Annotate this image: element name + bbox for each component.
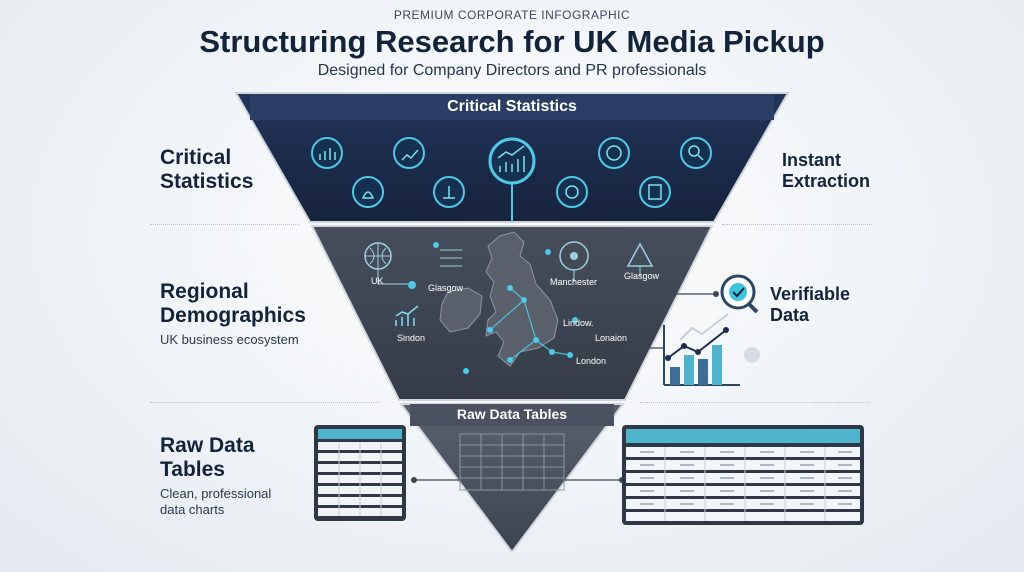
left-critical-statistics: Critical Statistics	[160, 146, 254, 193]
map-label-glasgow-left: Glasgow	[428, 283, 464, 293]
funnel-bottom-label: Raw Data Tables	[456, 406, 568, 422]
map-label-lonaion: Lonaion	[595, 333, 628, 343]
eyebrow-text: PREMIUM CORPORATE INFOGRAPHIC	[393, 8, 631, 22]
left-raw-data-tables: Raw Data Tables Clean, professional data…	[160, 434, 272, 517]
funnel-top-label: Critical Statistics	[447, 98, 577, 115]
funnel-mini-table	[459, 433, 565, 491]
page-title: Structuring Research for UK Media Pickup	[199, 24, 825, 59]
dollar-icon	[744, 347, 760, 363]
verifiable-bar-chart	[663, 313, 760, 386]
left-data-table-card	[314, 425, 406, 521]
map-label-manchester: Manchester	[550, 277, 598, 287]
search-dollar-icon	[680, 137, 712, 169]
dollar-cycle-icon	[598, 137, 630, 169]
right-instant-extraction: Instant Extraction	[782, 150, 871, 191]
funnel-top-band	[250, 94, 774, 120]
small-chart-icon	[395, 305, 419, 326]
map-label-glasgow-right: Glasgow	[624, 271, 660, 281]
map-label-lindow: Lindow.	[563, 318, 594, 328]
separator-right-1	[722, 224, 872, 225]
growth-chart-icon	[393, 137, 425, 169]
funnel-bottom-band	[410, 404, 614, 426]
bar-chart-icon	[311, 137, 343, 169]
right-data-table-card	[622, 425, 864, 525]
separator-right-2	[640, 402, 870, 403]
right-verifiable-data: Verifiable Data	[770, 284, 851, 325]
left-regional-demographics: Regional Demographics UK business ecosys…	[160, 280, 306, 347]
map-label-london: London	[576, 356, 607, 366]
map-label-uk: UK	[371, 276, 384, 286]
gear-dollar-icon	[556, 176, 588, 208]
ireland-map-shape	[439, 287, 483, 333]
separator-left-2	[150, 402, 380, 403]
separator-left-1	[150, 224, 300, 225]
page-subtitle: Designed for Company Directors and PR pr…	[317, 62, 707, 79]
trend-chart-icon	[488, 137, 536, 185]
database-icon	[639, 176, 671, 208]
map-label-sindon: Sindon	[397, 333, 426, 343]
